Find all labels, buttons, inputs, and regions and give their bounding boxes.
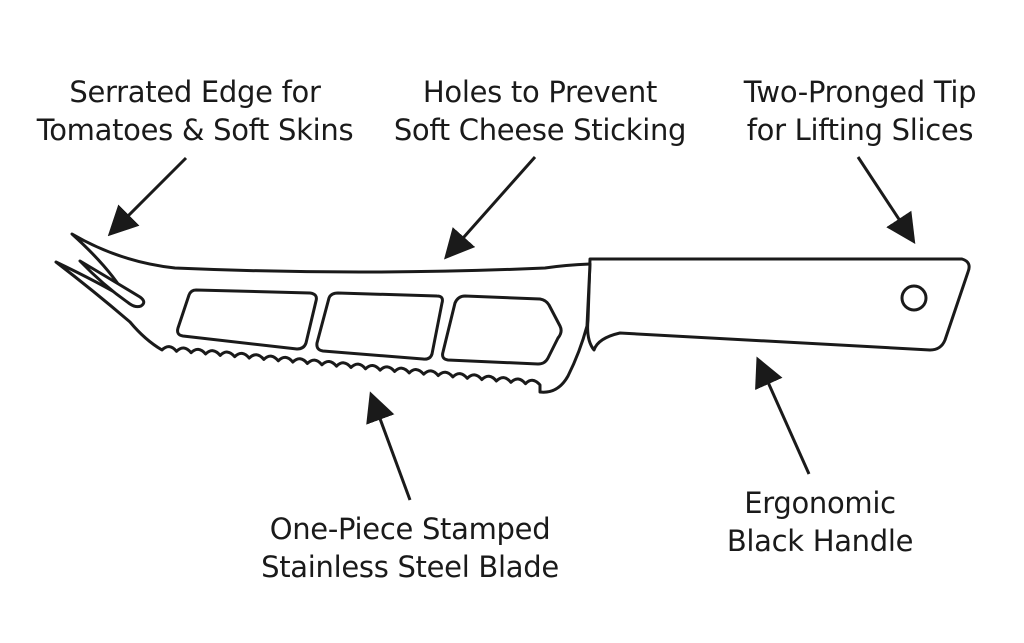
label-handle-line1: Ergonomic	[744, 486, 896, 520]
label-tip-line1: Two-Pronged Tip	[743, 75, 977, 109]
label-stamped-blade: One-Piece Stamped Stainless Steel Blade	[240, 510, 580, 586]
label-tip-line2: for Lifting Slices	[746, 113, 974, 147]
label-holes: Holes to Prevent Soft Cheese Sticking	[370, 73, 710, 149]
label-holes-line1: Holes to Prevent	[422, 75, 658, 109]
label-blade-line2: Stainless Steel Blade	[261, 550, 559, 584]
arrow-holes	[444, 156, 537, 260]
label-ergonomic-handle: Ergonomic Black Handle	[700, 484, 940, 560]
blade-hole-1	[176, 288, 318, 351]
label-holes-line2: Soft Cheese Sticking	[393, 113, 687, 147]
label-serrated-line1: Serrated Edge for	[69, 75, 321, 109]
handle-hole	[900, 284, 928, 312]
label-serrated-line2: Tomatoes & Soft Skins	[36, 113, 354, 147]
blade-hole-2	[315, 291, 444, 361]
handle-shape	[586, 257, 971, 352]
label-handle-line2: Black Handle	[726, 524, 914, 558]
prong-slot	[78, 259, 146, 309]
blade-hole-3	[441, 294, 563, 366]
arrow-serrated	[107, 156, 188, 237]
label-two-pronged-tip: Two-Pronged Tip for Lifting Slices	[720, 73, 1000, 149]
arrow-blade	[366, 391, 412, 501]
arrow-tip	[856, 156, 916, 245]
label-serrated-edge: Serrated Edge for Tomatoes & Soft Skins	[20, 73, 370, 149]
label-blade-line1: One-Piece Stamped	[269, 512, 551, 546]
arrow-handle	[755, 356, 811, 475]
